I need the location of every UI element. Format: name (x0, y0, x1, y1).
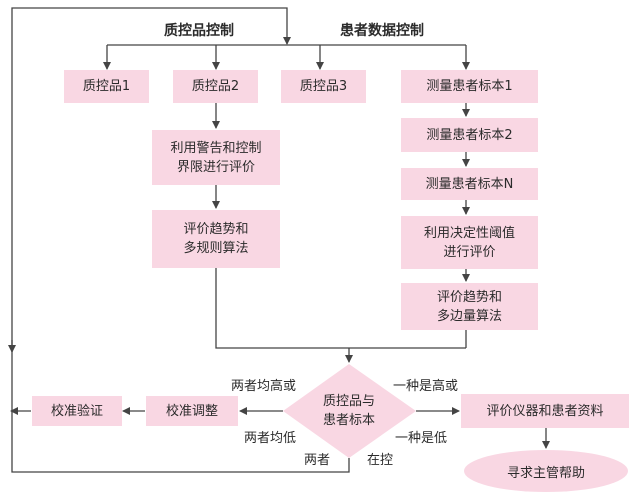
qc-item-2: 质控品2 (173, 70, 258, 103)
patient-step-trend-multivariate: 评价趋势和 多边量算法 (401, 283, 538, 330)
qc-step-trend-multirule: 评价趋势和 多规则算法 (152, 210, 280, 268)
calibrate-adjust-box: 校准调整 (146, 396, 238, 426)
label-in-control: 在控 (367, 453, 394, 468)
label-both-low: 两者均低 (244, 431, 297, 446)
decision-label: 质控品与 患者标本 (322, 394, 375, 428)
label-both-high: 两者均高或 (231, 379, 297, 394)
header-qc-control: 质控品控制 (164, 23, 234, 39)
patient-sample-1: 测量患者标本1 (401, 70, 538, 103)
label-both: 两者 (304, 453, 331, 468)
evaluate-instrument-box: 评价仪器和患者资料 (461, 394, 629, 428)
patient-step-threshold: 利用决定性阈值 进行评价 (401, 216, 538, 269)
label-one-high: 一种是高或 (393, 379, 459, 394)
patient-sample-n: 测量患者标本N (401, 168, 538, 200)
calibrate-verify-box: 校准验证 (32, 396, 122, 426)
patient-sample-2: 测量患者标本2 (401, 118, 538, 152)
qc-step-warning-limits: 利用警告和控制 界限进行评价 (152, 130, 280, 185)
label-one-low: 一种是低 (395, 431, 448, 446)
header-patient-control: 患者数据控制 (340, 23, 424, 39)
qc-item-1: 质控品1 (64, 70, 149, 103)
seek-help-ellipse: 寻求主管帮助 (464, 450, 628, 492)
decision-diamond (283, 364, 416, 458)
qc-item-3: 质控品3 (281, 70, 366, 103)
